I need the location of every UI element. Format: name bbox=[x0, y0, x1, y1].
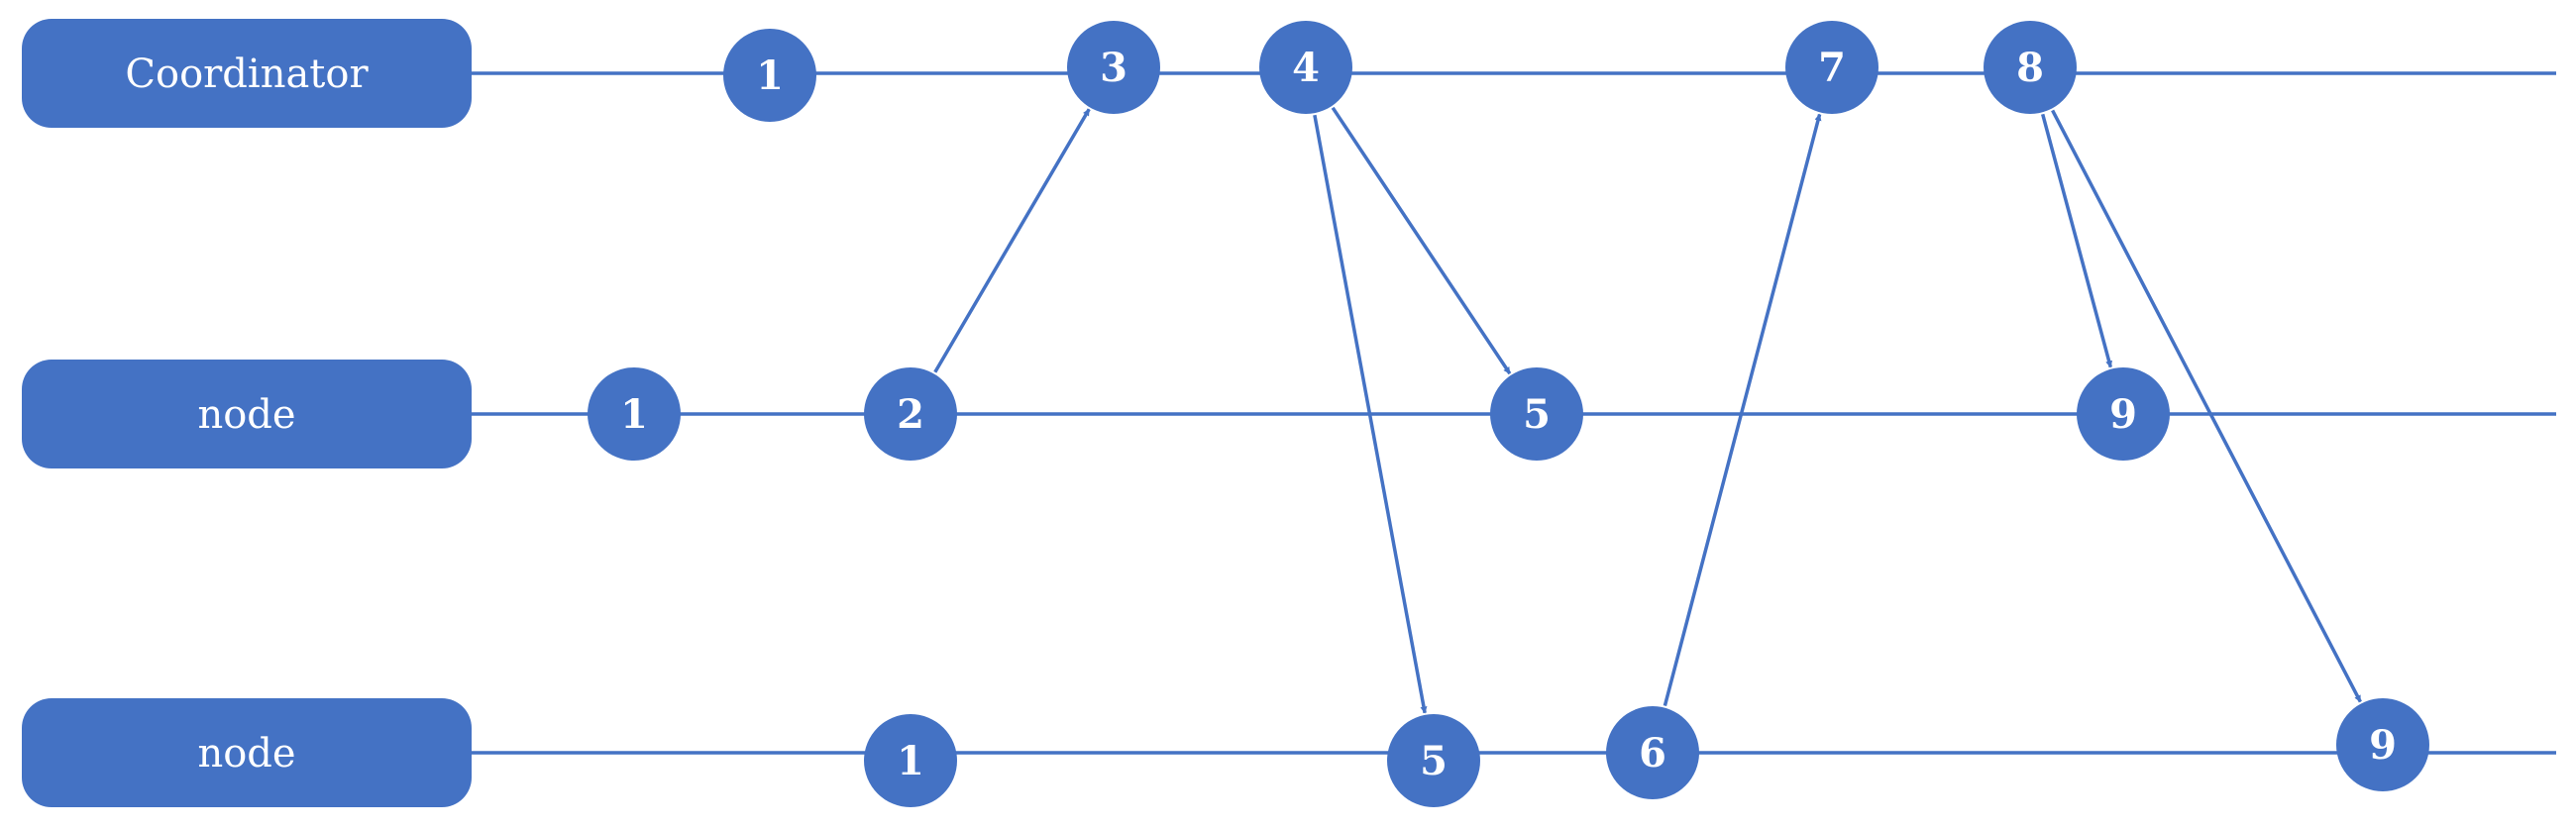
lane-header-box bbox=[22, 19, 472, 128]
event-number: 3 bbox=[1100, 45, 1127, 91]
event-nodes: 1 3 4 7 8 1 2 5 9 1 5 6 9 bbox=[588, 21, 2429, 807]
event-number: 9 bbox=[2369, 722, 2397, 769]
lane-label: node bbox=[197, 392, 295, 438]
message-arrow-c8-to-a9 bbox=[2041, 113, 2113, 368]
lane-header-box bbox=[22, 698, 472, 807]
event-circle bbox=[723, 29, 816, 122]
event-node-a1: 1 bbox=[588, 367, 681, 461]
event-node-c7: 7 bbox=[1785, 21, 1878, 114]
event-circle bbox=[1984, 21, 2077, 114]
event-number: 1 bbox=[756, 52, 784, 99]
event-circle bbox=[2336, 698, 2429, 791]
event-node-a5: 5 bbox=[1490, 367, 1583, 461]
event-node-a9: 9 bbox=[2077, 367, 2170, 461]
event-number: 6 bbox=[1639, 730, 1666, 777]
lane-label: node bbox=[197, 731, 295, 777]
event-node-c3: 3 bbox=[1067, 21, 1160, 114]
event-circle bbox=[864, 367, 957, 461]
event-circle bbox=[864, 714, 957, 807]
event-number: 1 bbox=[897, 738, 924, 784]
event-node-b1: 1 bbox=[864, 714, 957, 807]
message-arrow-b6-to-c7 bbox=[1663, 113, 1822, 707]
event-number: 9 bbox=[2109, 391, 2137, 438]
message-arrow-a2-to-c3 bbox=[933, 108, 1091, 373]
event-node-b6: 6 bbox=[1606, 706, 1699, 799]
event-number: 4 bbox=[1292, 45, 1320, 91]
event-number: 8 bbox=[2016, 45, 2044, 91]
event-circle bbox=[1259, 21, 1352, 114]
lane-header-node-b: node bbox=[22, 698, 472, 807]
message-arrow-c8-to-b9 bbox=[2051, 109, 2362, 703]
lane-label: Coordinator bbox=[125, 52, 369, 97]
event-number: 7 bbox=[1818, 45, 1846, 91]
message-arrow-c4-to-a5 bbox=[1331, 106, 1512, 375]
event-node-b9: 9 bbox=[2336, 698, 2429, 791]
event-circle bbox=[2077, 367, 2170, 461]
event-circle bbox=[1067, 21, 1160, 114]
event-circle bbox=[1785, 21, 1878, 114]
event-number: 2 bbox=[897, 391, 924, 438]
event-number: 5 bbox=[1420, 738, 1448, 784]
message-arrow-c4-to-b5 bbox=[1313, 114, 1428, 714]
event-number: 5 bbox=[1523, 391, 1551, 438]
event-number: 1 bbox=[620, 391, 648, 438]
event-circle bbox=[1387, 714, 1480, 807]
event-circle bbox=[1490, 367, 1583, 461]
event-node-b5: 5 bbox=[1387, 714, 1480, 807]
event-node-c4: 4 bbox=[1259, 21, 1352, 114]
event-circle bbox=[1606, 706, 1699, 799]
message-arrows bbox=[933, 106, 2362, 714]
event-node-c1: 1 bbox=[723, 29, 816, 122]
event-node-c8: 8 bbox=[1984, 21, 2077, 114]
lane-header-node-a: node bbox=[22, 360, 472, 468]
lane-header-box bbox=[22, 360, 472, 468]
lane-header-coordinator: Coordinator bbox=[22, 19, 472, 128]
lane-headers: Coordinator node node bbox=[22, 19, 472, 807]
event-node-a2: 2 bbox=[864, 367, 957, 461]
event-circle bbox=[588, 367, 681, 461]
